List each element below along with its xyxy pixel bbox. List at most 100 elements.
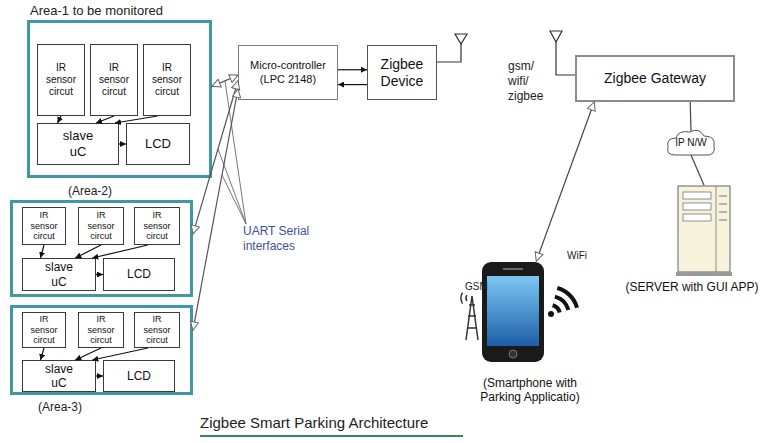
phone-screen	[487, 276, 539, 346]
phone-button	[509, 350, 517, 358]
slave-controller-box: slave uC	[37, 123, 119, 165]
server-slot	[719, 204, 727, 205]
sensor-box: IR sensor circut	[134, 312, 180, 348]
connector-line	[58, 116, 62, 123]
sensor-box: IR sensor circut	[134, 207, 180, 245]
node-text: Area-1 to be monitored	[30, 3, 230, 19]
server-slot	[719, 196, 727, 197]
node-text: LCD	[127, 267, 151, 281]
slave-controller-box: slave uC	[22, 360, 96, 392]
sensor-box: IR sensor circut	[22, 207, 66, 245]
server-bay	[683, 214, 711, 221]
server-node: (SERVER with GUI APP)	[612, 183, 772, 298]
node-text: slave uC	[59, 128, 97, 159]
connector-line	[96, 375, 103, 376]
lcd-box: LCD	[103, 258, 175, 291]
caption-underline	[200, 435, 463, 437]
radio-waves	[461, 293, 467, 304]
node-text: IR sensor circut	[84, 210, 118, 242]
connector-line	[75, 348, 101, 360]
network-label: WiFi	[567, 250, 597, 263]
connector-line	[193, 81, 238, 234]
node-text: IR sensor circut	[149, 62, 185, 98]
node-text: (SERVER with GUI APP)	[612, 280, 772, 294]
sensor-box: IR sensor circut	[22, 312, 66, 348]
server-slot	[719, 212, 727, 213]
lcd-box: LCD	[103, 360, 175, 392]
phone-speaker	[503, 268, 523, 270]
connector-line	[96, 274, 103, 275]
connector-line	[41, 245, 45, 258]
area-box: (Area-2)IR sensor circutIR sensor circut…	[10, 200, 193, 297]
slave-controller-box: slave uC	[22, 258, 96, 291]
node-text: IR sensor circut	[140, 314, 174, 346]
connector-line	[691, 155, 704, 185]
connector-line	[115, 116, 157, 123]
connector-line	[41, 348, 45, 360]
connector-line	[338, 84, 367, 85]
antenna-wire	[556, 42, 575, 75]
connector-line	[536, 102, 594, 261]
sensor-box: IR sensor circut	[78, 312, 124, 348]
interface-note: UART Serial interfaces	[243, 224, 328, 254]
area-box: (Area-3)IR sensor circutIR sensor circut…	[10, 305, 193, 395]
server-symbol	[678, 186, 730, 272]
node-text: IR sensor circut	[43, 62, 79, 98]
network-cloud: IP N/W	[665, 128, 717, 158]
node-text: IR sensor circut	[96, 62, 132, 98]
sensor-box: IR sensor circut	[143, 44, 191, 116]
radio-box: Zigbee Device	[367, 45, 437, 100]
gateway-box: Zigbee Gateway	[575, 55, 735, 102]
connector-line	[193, 89, 238, 330]
leader-line	[218, 149, 246, 224]
wifi-symbol	[553, 288, 577, 312]
connector-line	[212, 75, 238, 86]
antenna-symbol	[550, 31, 562, 42]
server-bay	[683, 203, 711, 210]
antenna-wire	[437, 44, 461, 62]
phone-body	[482, 262, 544, 362]
gsm-tower	[466, 296, 478, 340]
node-text: slave uC	[40, 260, 78, 289]
node-text: IR sensor circut	[140, 210, 174, 242]
server-base	[676, 272, 732, 276]
node-text: (Area-2)	[68, 184, 168, 198]
connector-line	[690, 102, 692, 131]
node-text: Zigbee Gateway	[604, 70, 706, 87]
network-label: GSM	[465, 281, 495, 294]
cloud-shape	[668, 130, 715, 155]
server-bay	[683, 192, 711, 199]
connector-line	[75, 245, 101, 258]
node-text: LCD	[145, 136, 171, 152]
node-text: IR sensor circut	[84, 314, 118, 346]
node-text: (Area-3)	[38, 400, 138, 414]
node-text: IR sensor circut	[28, 314, 60, 346]
node-text: (Smartphone with Parking Applicatio)	[470, 376, 590, 405]
server-slot	[719, 220, 727, 221]
node-text: LCD	[127, 369, 151, 383]
antenna-symbol	[455, 34, 467, 44]
caption-text: Zigbee Smart Parking Architecture	[200, 414, 428, 431]
area-box: Area-1 to be monitoredIR sensor circutIR…	[27, 20, 212, 178]
connector-line	[92, 348, 148, 360]
leader-line	[225, 81, 246, 224]
node-text: slave uC	[40, 362, 78, 391]
node-text: Micro-controller (LPC 2148)	[239, 59, 337, 85]
controller-box: Micro-controller (LPC 2148)	[238, 45, 338, 100]
server-divider	[716, 186, 717, 272]
node-text: IR sensor circut	[28, 210, 60, 242]
connector-line	[96, 116, 114, 123]
radio-note: gsm/ wifi/ zigbee	[508, 59, 552, 104]
connector-line	[92, 245, 148, 258]
wifi-dot	[548, 311, 554, 317]
sensor-box: IR sensor circut	[78, 207, 124, 245]
node-text: Zigbee Device	[372, 56, 432, 90]
sensor-box: IR sensor circut	[37, 44, 85, 116]
sensor-box: IR sensor circut	[90, 44, 138, 116]
connector-line	[119, 143, 126, 144]
lcd-box: LCD	[126, 123, 190, 165]
node-text: IP N/W	[675, 137, 706, 149]
